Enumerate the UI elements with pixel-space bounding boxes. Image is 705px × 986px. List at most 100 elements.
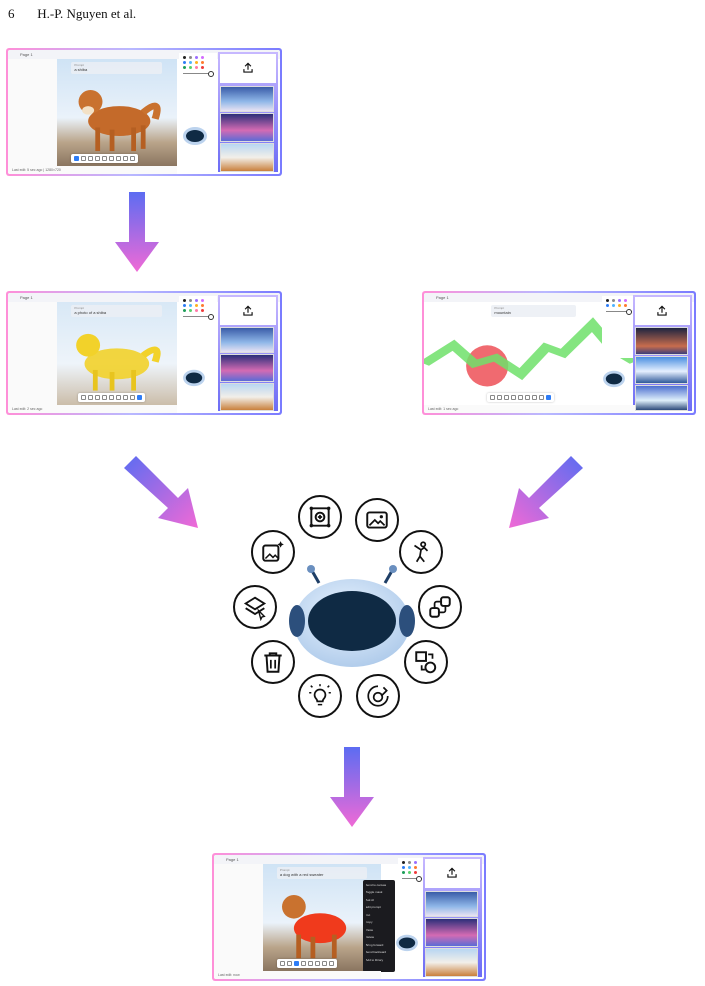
upload-button[interactable]: [634, 297, 690, 325]
menu-item[interactable]: Edit prompt: [365, 905, 381, 910]
upload-button[interactable]: [424, 859, 480, 888]
image-tool-icon[interactable]: [123, 156, 129, 161]
pen-tool-icon[interactable]: [95, 395, 101, 400]
text-tool-icon[interactable]: [525, 395, 531, 400]
eraser-tool-icon[interactable]: [511, 395, 517, 400]
menu-item[interactable]: Toggle mask: [365, 890, 383, 895]
text-tool-icon[interactable]: [116, 395, 122, 400]
canvas[interactable]: Prompt a dog with a red sweater: [262, 864, 382, 971]
canvas[interactable]: Prompt a photo of a shiba: [56, 302, 177, 405]
select-tool-icon[interactable]: [81, 395, 87, 400]
tab-page[interactable]: Page 1: [226, 857, 239, 862]
pen-tool-icon[interactable]: [504, 395, 510, 400]
menu-item[interactable]: Bring forward: [365, 942, 384, 947]
prompt-box[interactable]: Prompt a photo of a shiba: [71, 305, 163, 317]
tab-page[interactable]: Page 1: [20, 295, 33, 300]
image-tool-icon[interactable]: [539, 395, 545, 400]
layers-button[interactable]: [233, 585, 277, 629]
prompt-box[interactable]: Prompt a shiba: [71, 62, 163, 74]
pen-tool-icon[interactable]: [88, 156, 94, 161]
menu-item[interactable]: Paste: [365, 927, 374, 932]
idea-button[interactable]: [298, 674, 342, 718]
arrow-tool-icon[interactable]: [518, 395, 524, 400]
gallery-thumb[interactable]: [634, 356, 688, 384]
draw-tool-icon[interactable]: [546, 395, 552, 400]
select-tool-icon[interactable]: [74, 156, 80, 161]
pages-sidebar: [8, 302, 58, 405]
select-tool-icon[interactable]: [279, 961, 285, 966]
pose-button[interactable]: [399, 530, 443, 574]
gallery-thumb[interactable]: [220, 383, 274, 411]
text-tool-icon[interactable]: [314, 961, 320, 966]
mask-tool-icon[interactable]: [137, 395, 143, 400]
eraser-tool-icon[interactable]: [95, 156, 101, 161]
image-tool-icon[interactable]: [328, 961, 334, 966]
note-tool-icon[interactable]: [532, 395, 538, 400]
screenshot-step2-mask: Page 1 Prompt a photo of a shiba: [6, 291, 282, 415]
menu-item[interactable]: Send to canvas: [365, 882, 387, 887]
eraser-tool-icon[interactable]: [102, 395, 108, 400]
arrow-down-icon: [330, 747, 374, 827]
hand-tool-icon[interactable]: [497, 395, 503, 400]
gallery-thumb[interactable]: [220, 354, 274, 382]
gallery-thumb[interactable]: [220, 327, 274, 353]
menu-item[interactable]: Add to library: [365, 957, 384, 962]
hand-tool-icon[interactable]: [88, 395, 94, 400]
hand-tool-icon[interactable]: [81, 156, 87, 161]
note-tool-icon[interactable]: [123, 395, 129, 400]
prompt-label: Prompt: [74, 306, 84, 310]
region-select-button[interactable]: [298, 495, 342, 539]
note-tool-icon[interactable]: [321, 961, 327, 966]
pen-tool-icon[interactable]: [293, 961, 299, 966]
size-slider[interactable]: [183, 314, 215, 320]
delete-button[interactable]: [251, 640, 295, 684]
gallery-thumb[interactable]: [424, 948, 478, 977]
menu-item[interactable]: Copy: [365, 920, 373, 925]
upload-button[interactable]: [220, 54, 276, 83]
layout-button[interactable]: [418, 585, 462, 629]
menu-item[interactable]: Cut: [365, 912, 371, 917]
robot-assistant-icon[interactable]: [395, 932, 419, 952]
size-slider[interactable]: [401, 876, 422, 882]
text-tool-icon[interactable]: [109, 156, 115, 161]
robot-assistant-icon[interactable]: [182, 124, 208, 146]
size-slider[interactable]: [606, 309, 632, 315]
arrow-tool-icon[interactable]: [109, 395, 115, 400]
hand-tool-icon[interactable]: [286, 961, 292, 966]
status-bar: Last edit: 2 sec ago: [8, 405, 177, 413]
transform-button[interactable]: [404, 640, 448, 684]
eraser-tool-icon[interactable]: [300, 961, 306, 966]
prompt-box[interactable]: Prompt a dog with a red sweater: [276, 867, 368, 879]
tab-page[interactable]: Page 1: [20, 52, 33, 57]
gallery-thumb[interactable]: [634, 327, 688, 355]
tab-page[interactable]: Page 1: [436, 295, 449, 300]
status-bar: Last edit: now: [214, 971, 382, 979]
prompt-box[interactable]: Prompt mountain: [491, 305, 576, 317]
robot-assistant-icon[interactable]: [602, 368, 626, 388]
style-button[interactable]: [356, 674, 400, 718]
gallery-thumb[interactable]: [634, 385, 688, 411]
gallery-thumb[interactable]: [220, 85, 274, 112]
menu-item[interactable]: Send backward: [365, 950, 387, 955]
size-slider[interactable]: [183, 71, 215, 77]
image-tool-icon[interactable]: [130, 395, 136, 400]
canvas[interactable]: Prompt a shiba: [56, 59, 177, 166]
idea-icon: [309, 684, 331, 706]
gallery-thumb[interactable]: [424, 918, 478, 947]
gallery-thumb[interactable]: [220, 143, 274, 172]
shape-tool-icon[interactable]: [130, 156, 136, 161]
magic-image-button[interactable]: [251, 530, 295, 574]
gallery-thumb[interactable]: [424, 890, 478, 917]
select-tool-icon[interactable]: [490, 395, 496, 400]
arrow-tool-icon[interactable]: [307, 961, 313, 966]
upload-button[interactable]: [220, 297, 276, 325]
image-button[interactable]: [355, 498, 399, 542]
arrow-tool-icon[interactable]: [102, 156, 108, 161]
tab-bar: Page 1: [214, 855, 484, 864]
note-tool-icon[interactable]: [116, 156, 122, 161]
gallery-thumb[interactable]: [220, 113, 274, 142]
robot-assistant-icon[interactable]: [182, 367, 206, 387]
menu-item[interactable]: Delete: [365, 935, 375, 940]
screenshot-step1: Page 1 Prompt a shiba: [6, 48, 282, 176]
menu-item[interactable]: Ask AI: [365, 897, 375, 902]
